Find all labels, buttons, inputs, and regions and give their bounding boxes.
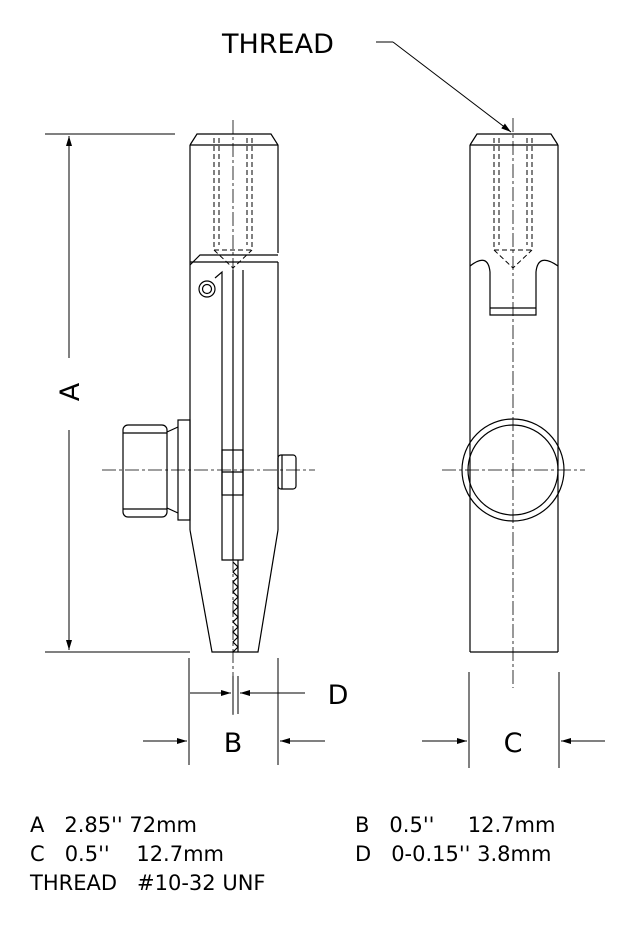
dim-a-label: A — [55, 382, 86, 401]
dim-c-label: C — [504, 728, 523, 759]
thread-callout-label: THREAD — [221, 29, 334, 60]
dim-b-label: B — [224, 728, 243, 759]
side-view — [122, 133, 297, 653]
thread-leader — [376, 41, 512, 133]
dimension-b-d — [143, 658, 325, 765]
side-view-centerlines — [102, 120, 315, 715]
dim-d-label: D — [328, 680, 349, 711]
dimension-c — [422, 672, 605, 768]
dimension-a — [45, 133, 190, 653]
front-view-centerlines — [442, 118, 585, 688]
